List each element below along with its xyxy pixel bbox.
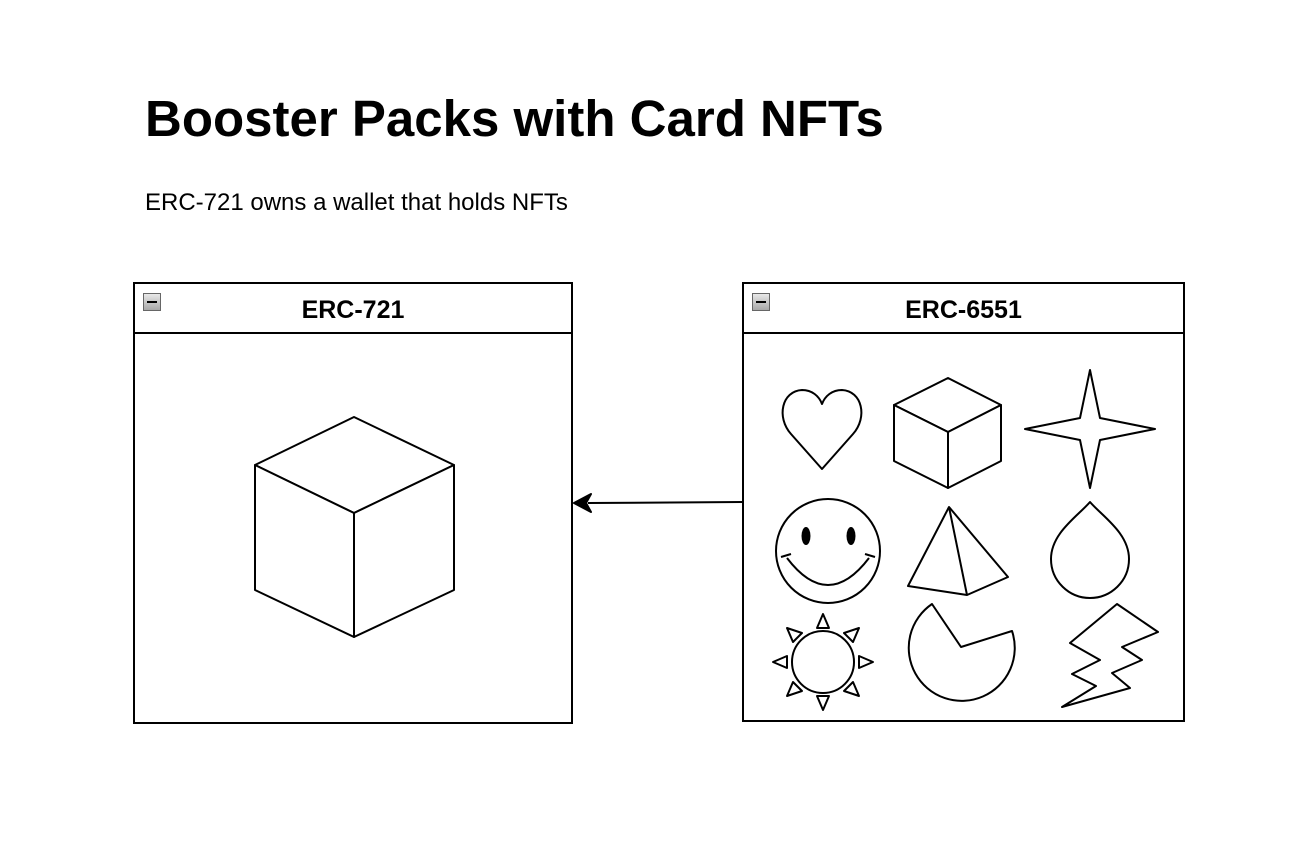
cube-icon[interactable]: [893, 377, 1002, 489]
pie-icon[interactable]: [907, 603, 1016, 702]
erc721-collapse-icon[interactable]: [143, 293, 161, 311]
heart-icon[interactable]: [781, 389, 863, 470]
erc6551-container-label: ERC-6551: [905, 296, 1022, 324]
four-point-star-icon[interactable]: [1024, 369, 1156, 489]
connector-arrow[interactable]: [573, 493, 744, 513]
drop-icon[interactable]: [1050, 501, 1130, 599]
lightning-icon[interactable]: [1061, 603, 1159, 708]
page-title: Booster Packs with Card NFTs: [145, 90, 884, 147]
page-subtitle: ERC-721 owns a wallet that holds NFTs: [145, 189, 568, 216]
erc721-container-header[interactable]: ERC-721: [135, 284, 571, 334]
erc721-container[interactable]: ERC-721: [133, 282, 573, 724]
pyramid-icon[interactable]: [907, 506, 1009, 596]
erc6551-collapse-icon[interactable]: [752, 293, 770, 311]
erc6551-container-header[interactable]: ERC-6551: [744, 284, 1183, 334]
erc721-container-label: ERC-721: [301, 296, 405, 324]
smiley-icon[interactable]: [775, 498, 881, 604]
large-cube-icon[interactable]: [254, 416, 455, 638]
sun-icon[interactable]: [772, 613, 874, 711]
